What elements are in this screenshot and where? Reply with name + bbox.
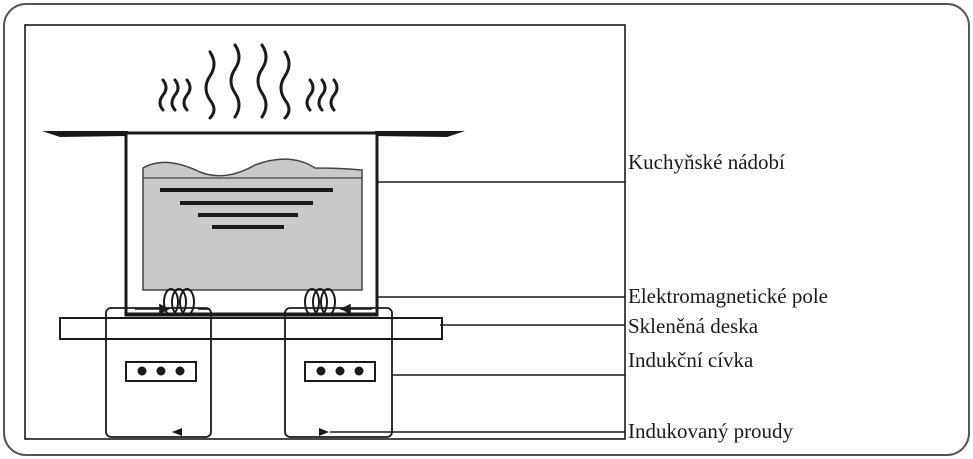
control-dot: [137, 366, 147, 376]
control-dot: [316, 366, 326, 376]
induced-current-arrows: [172, 428, 329, 436]
control-dot: [335, 366, 345, 376]
food-contents: [142, 158, 363, 291]
leader-lines: [330, 181, 625, 433]
heat-lines: [160, 188, 333, 229]
em-field-arrows: [135, 303, 372, 315]
coil-housing-left: [105, 307, 212, 438]
coil-winding-left: [163, 288, 195, 316]
control-dot: [354, 366, 364, 376]
control-dot: [175, 366, 185, 376]
pot-handle-right: [375, 131, 465, 137]
control-dot: [156, 366, 166, 376]
steam-icon: [158, 43, 339, 120]
label-cookware: Kuchyňské nádobí: [628, 150, 785, 174]
pot-handle-left: [42, 131, 128, 137]
label-induced-current: Indukovaný proudy: [628, 419, 794, 443]
label-em-field: Elektromagnetické pole: [628, 284, 829, 308]
coil-housing-right: [284, 307, 393, 438]
inner-frame: [24, 24, 626, 440]
outer-border: [3, 3, 970, 456]
label-glass-plate: Skleněná deska: [628, 314, 759, 338]
coil-winding-right: [304, 288, 336, 316]
glass-plate: [59, 317, 443, 340]
label-coil: Indukční cívka: [628, 348, 754, 372]
